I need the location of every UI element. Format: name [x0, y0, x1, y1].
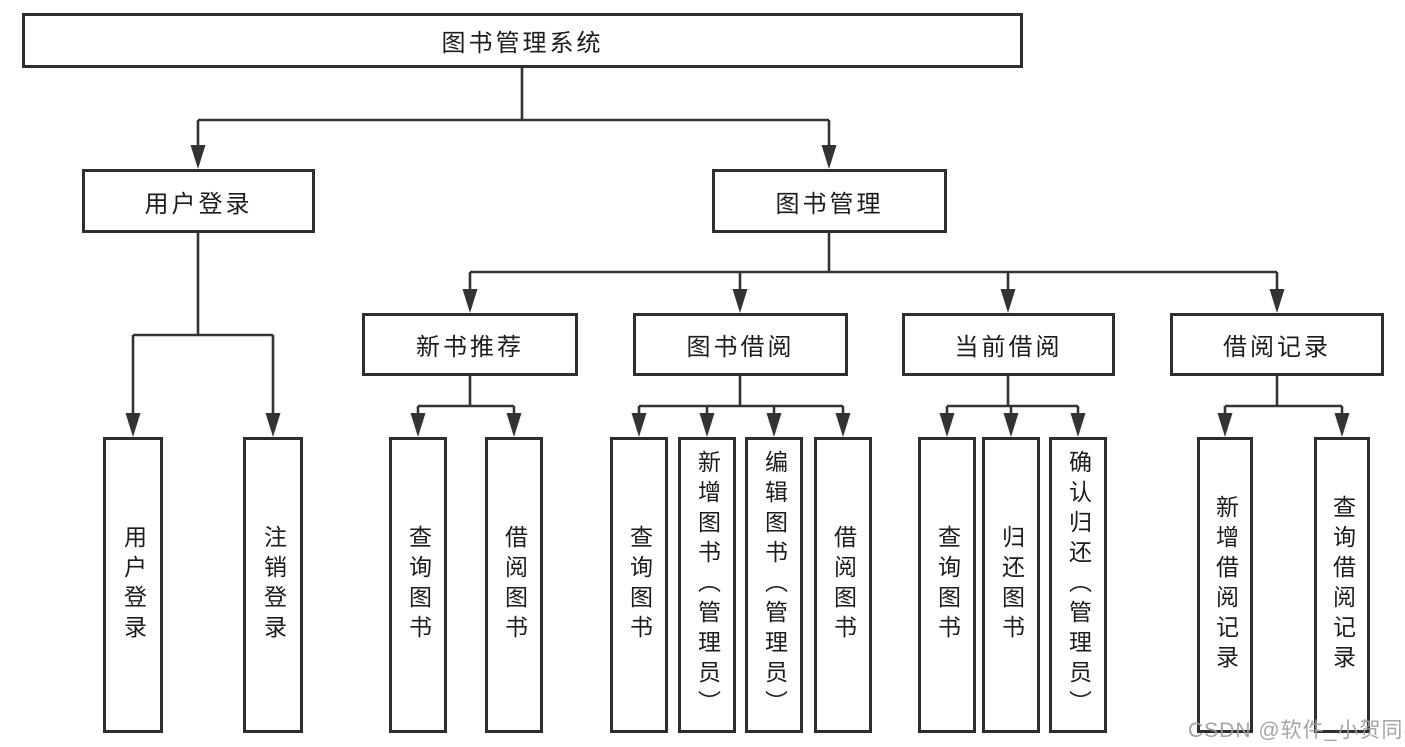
connector-root-to-level2: [196, 68, 831, 163]
arrowhead: [125, 413, 141, 437]
arrowhead: [506, 413, 522, 437]
node-root: 图书管理系统: [22, 13, 1023, 68]
leaf-records-query-record: 查询借阅记录: [1314, 437, 1370, 733]
leaf-borrow-add-books-admin: 新增图书（管理员）: [678, 437, 736, 733]
watermark: CSDN @软件_小贺同学: [1188, 719, 1405, 742]
arrowhead: [766, 413, 782, 437]
leaf-current-return-books: 归还图书: [982, 437, 1040, 733]
arrowhead: [1000, 289, 1016, 313]
connector-book-management-sections: [468, 233, 1279, 307]
connector-borrow-records-children: [1223, 376, 1344, 431]
leaf-borrow-query-books: 查询图书: [610, 437, 668, 733]
arrowhead: [1003, 413, 1019, 437]
arrowhead: [410, 413, 426, 437]
arrowhead: [1269, 289, 1285, 313]
node-current-borrow: 当前借阅: [902, 313, 1115, 376]
leaf-current-confirm-return-admin: 确认归还（管理员）: [1049, 437, 1107, 733]
arrowhead: [732, 289, 748, 313]
leaf-recommend-borrow-books: 借阅图书: [485, 437, 543, 733]
leaf-records-add-record: 新增借阅记录: [1197, 437, 1253, 733]
arrowhead: [462, 289, 478, 313]
arrowhead: [1070, 413, 1086, 437]
arrowhead: [190, 145, 206, 169]
leaf-borrow-edit-books-admin: 编辑图书（管理员）: [745, 437, 803, 733]
connector-user-login-children: [131, 233, 275, 431]
arrowhead: [265, 413, 281, 437]
node-new-book-recommend: 新书推荐: [362, 313, 578, 376]
node-user-login: 用户登录: [82, 169, 315, 233]
arrowhead: [1217, 413, 1233, 437]
arrowhead: [631, 413, 647, 437]
node-book-borrow: 图书借阅: [633, 313, 848, 376]
leaf-recommend-query-books: 查询图书: [389, 437, 447, 733]
arrowhead: [699, 413, 715, 437]
leaf-user-login: 用户登录: [103, 437, 163, 733]
arrowhead: [939, 413, 955, 437]
node-borrow-records: 借阅记录: [1170, 313, 1384, 376]
connector-new-book-children: [416, 376, 516, 431]
node-book-management: 图书管理: [712, 169, 947, 233]
leaf-borrow-borrow-books: 借阅图书: [814, 437, 872, 733]
arrowhead: [821, 145, 837, 169]
arrowhead: [1334, 413, 1350, 437]
arrowhead: [835, 413, 851, 437]
connector-book-borrow-children: [637, 376, 845, 431]
leaf-current-query-books: 查询图书: [918, 437, 976, 733]
leaf-logout: 注销登录: [243, 437, 303, 733]
